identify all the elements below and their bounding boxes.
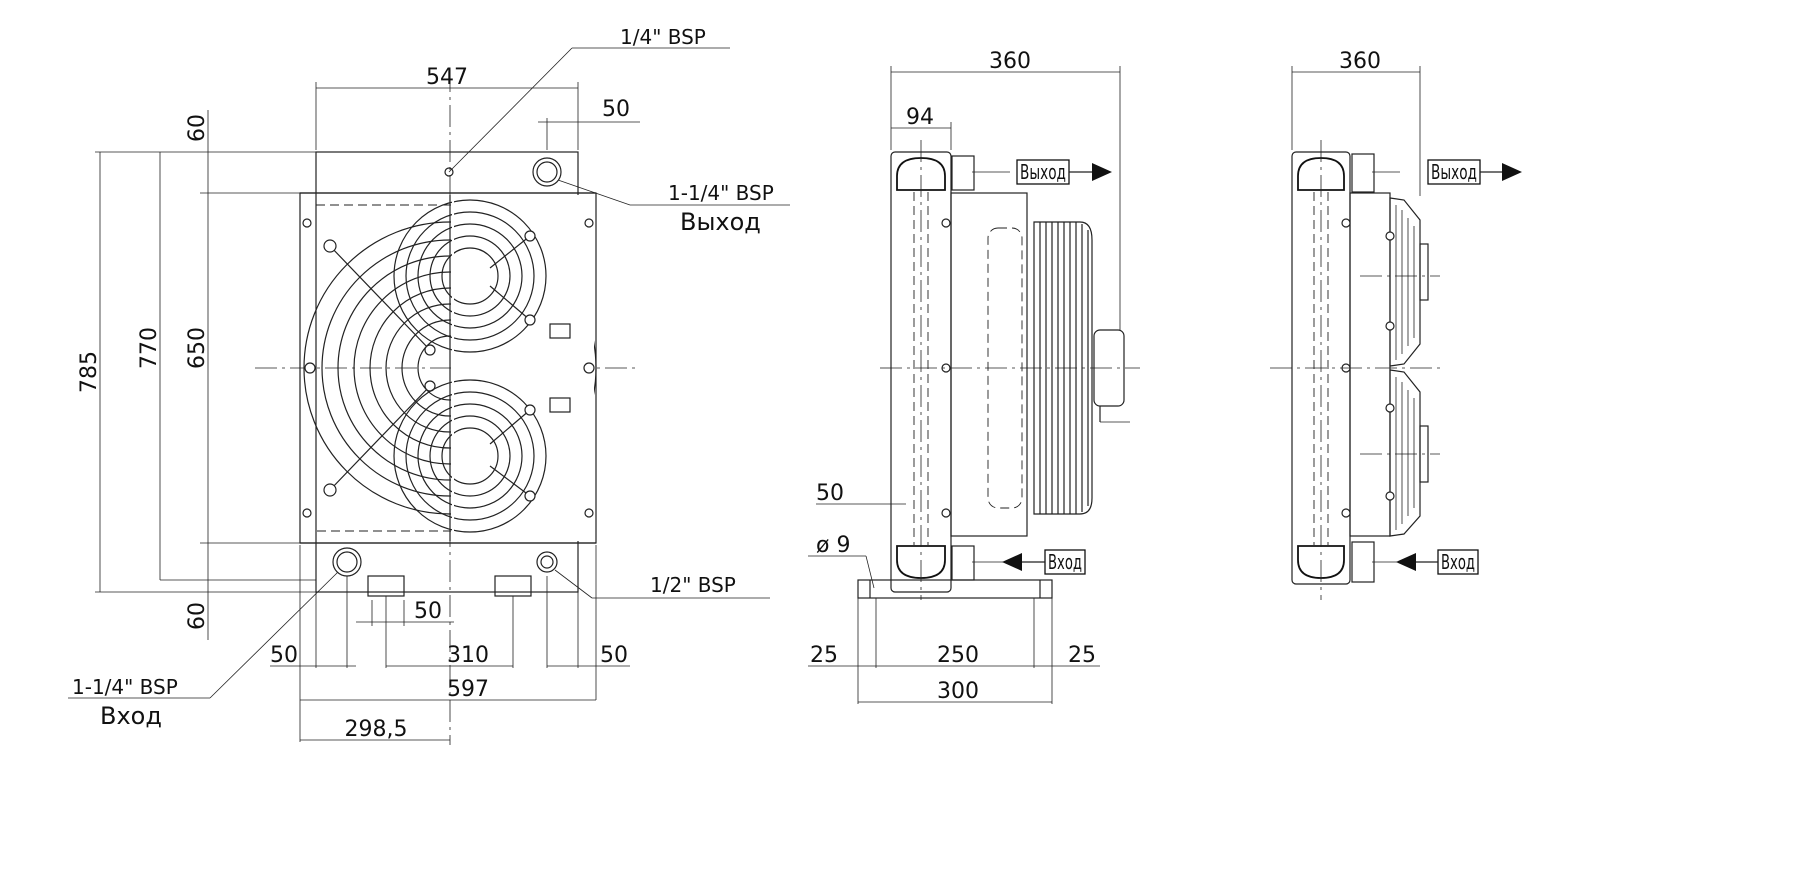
dim-top-50: 50: [602, 97, 630, 122]
third-outlet-box: [1427, 159, 1481, 185]
dim-310: 310: [447, 643, 489, 668]
dim-side-94: 94: [906, 105, 934, 130]
dim-bottom-60: 60: [185, 602, 210, 630]
dim-foot-50: 50: [414, 599, 442, 624]
side-base: [857, 579, 1053, 599]
third-outlet-label: Выход: [1431, 160, 1477, 184]
dim-top-60: 60: [185, 114, 210, 142]
dim-298-5: 298,5: [345, 717, 408, 742]
third-inlet-box: [1437, 549, 1479, 575]
third-fan-upper: [1385, 197, 1429, 367]
callout-inlet-size: 1-1/4" BSP: [72, 675, 178, 699]
third-view: 360 Выход Вход: [1270, 49, 1522, 600]
dim-third-360: 360: [1339, 49, 1381, 74]
dim-side-360: 360: [989, 49, 1031, 74]
fan-guard-upper: [393, 199, 547, 353]
dim-547: 547: [426, 65, 468, 90]
fan-guard-lower: [393, 379, 547, 533]
side-inlet-label: Вход: [1048, 550, 1082, 574]
dim-785: 785: [77, 351, 102, 393]
dim-770: 770: [137, 327, 162, 369]
side-outlet-label: Выход: [1020, 160, 1066, 184]
front-view: 547 50 1/4" BSP 1-1/4" BSP Выход 785 770…: [68, 25, 790, 745]
half-port: [536, 551, 558, 573]
quarter-port: [444, 167, 454, 177]
side-view: 360 94 50 ø 9 25 250 25 300 Выход Вход: [808, 49, 1140, 704]
dim-597: 597: [447, 677, 489, 702]
dim-right-50: 50: [600, 643, 628, 668]
dim-side-25-right: 25: [1068, 643, 1096, 668]
dim-side-250: 250: [937, 643, 979, 668]
callout-inlet-label: Вход: [100, 702, 162, 730]
callout-outlet-label: Выход: [680, 208, 761, 236]
dim-left-50: 50: [270, 643, 298, 668]
callout-quarter: 1/4" BSP: [620, 25, 706, 49]
dim-side-25-left: 25: [810, 643, 838, 668]
outlet-port: [532, 157, 562, 187]
third-fan-lower: [1385, 369, 1429, 537]
dim-hole: ø 9: [816, 533, 850, 558]
callout-outlet-size: 1-1/4" BSP: [668, 181, 774, 205]
dim-side-50: 50: [816, 481, 844, 506]
third-inlet-label: Вход: [1441, 550, 1475, 574]
dim-650: 650: [185, 327, 210, 369]
callout-half: 1/2" BSP: [650, 573, 736, 597]
dim-side-300: 300: [937, 679, 979, 704]
